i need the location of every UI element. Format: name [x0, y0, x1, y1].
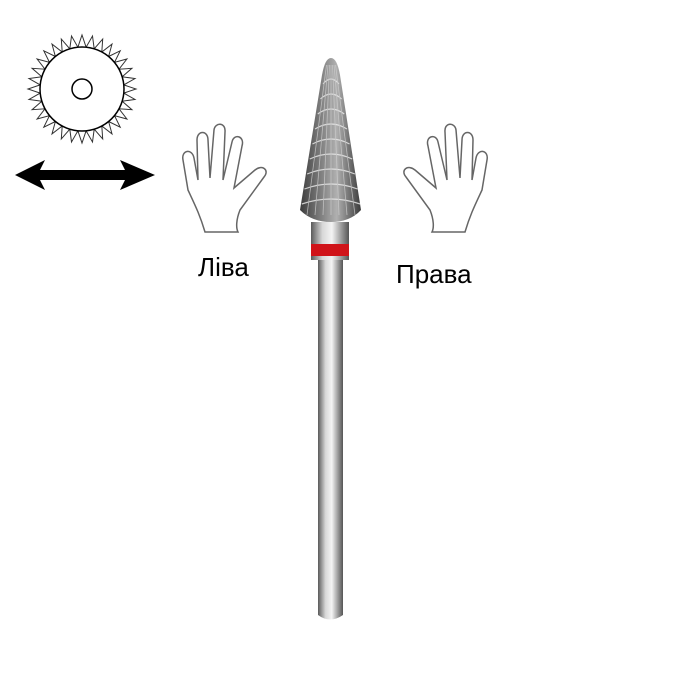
left-hand-icon — [182, 123, 267, 233]
drill-bit — [300, 58, 361, 620]
color-band — [311, 244, 349, 256]
left-hand-label: Ліва — [198, 252, 249, 282]
right-hand-label: Права — [396, 259, 472, 289]
right-hand-icon — [403, 123, 488, 233]
rotation-gear-icon — [26, 33, 138, 145]
double-arrow-icon — [15, 160, 155, 190]
